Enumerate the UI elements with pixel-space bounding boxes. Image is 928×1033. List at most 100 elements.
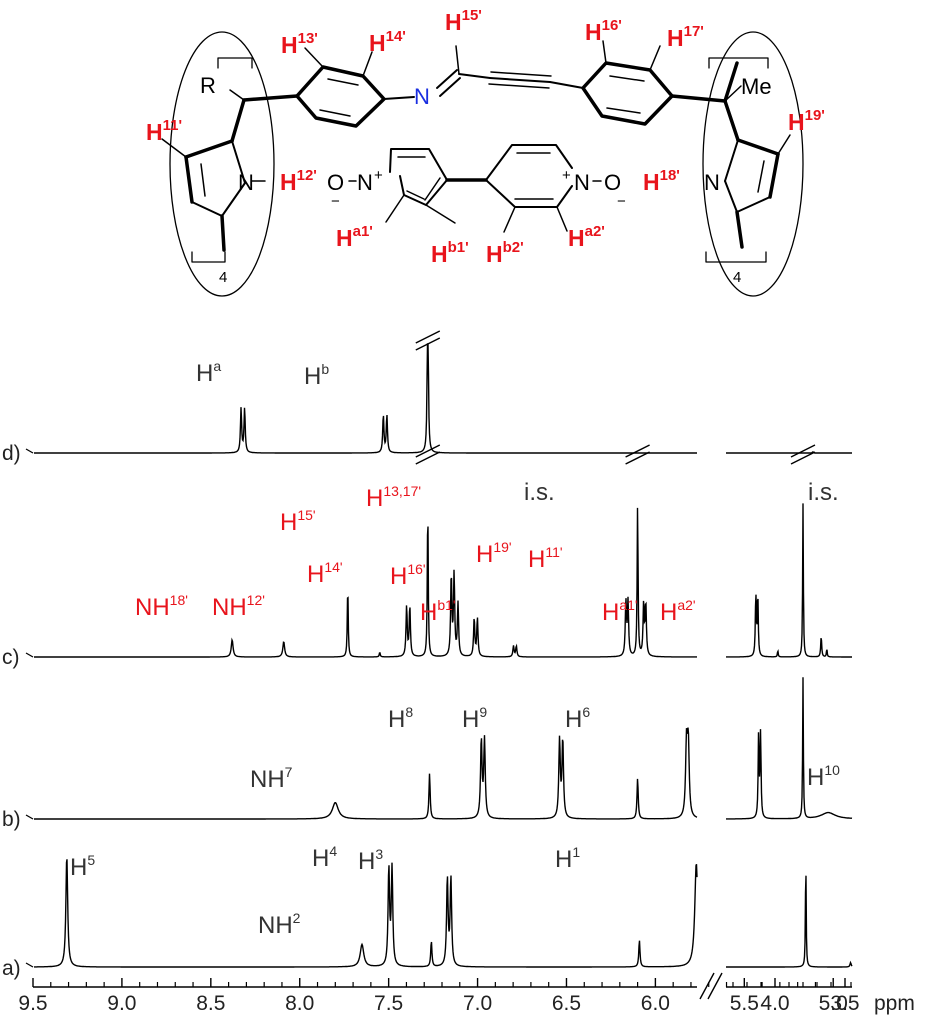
peak-label-b-7_8: NH7 [250,764,293,793]
label-h18: H18' [643,167,680,195]
peak-label-c-5_32: Ha1' [602,597,638,626]
left-pyridinium-plus: + [374,167,383,184]
peak-label-a-7_49: H4 [312,843,337,872]
peak-label-d-7_52: Hb [304,361,329,390]
left-meso-carbon [229,89,299,143]
label-hb1: Hb1' [431,239,469,267]
left-pyrrole-nitrogen-label: N [238,170,254,195]
axis-tick-label: 5.5 [730,992,759,1015]
left-oxygen-label: O [327,170,344,195]
peak-label-c-6_79: Hb1' [420,597,456,626]
right-pyrrole-nitrogen-label: N [704,170,720,195]
right-phenyl-ring [581,40,727,126]
bipyridine-dioxide [348,144,602,233]
truncation-mark [625,451,650,465]
right-pyridinium-nitrogen-label: N [574,170,590,195]
peak-label-c-3_8: i.s. [808,479,839,506]
spectrum-trace-b-right [726,677,853,820]
left-oxide-minus: − [331,193,340,210]
label-hb2: Hb2' [486,239,524,267]
peak-label-c-7_14: H13,17' [366,483,421,512]
bracket-bottom-right [705,251,767,263]
imine-nitrogen-label: N [414,84,430,109]
peak-label-b-6_53: H9 [462,704,487,733]
axis-break-mark [699,972,715,1000]
peak-label-c-6_1: i.s. [524,479,555,506]
bracket-top-left [217,57,253,69]
spectrum-trace-c-right [726,503,852,658]
right-oxide-minus: − [617,193,626,210]
peak-label-a-5_77: H1 [555,844,580,873]
bracket-bottom-left [191,251,226,263]
axis-tick-label: 4.0 [760,992,789,1015]
peak-label-c-7_73: H15' [280,507,316,536]
spectrum-trace-a-left [34,859,698,968]
peak-label-c-5_09: Ha2' [660,597,696,626]
peak-label-c-8_38: NH18' [135,592,188,621]
axis-tick-label: 9.0 [107,992,136,1015]
axis-unit-label: ppm [874,992,915,1015]
left-repeat-subscript: 4 [219,269,227,286]
axis-tick-label: 3.5 [830,992,859,1015]
spectrum-label-b: b) [2,808,21,831]
bracket-top-right [708,57,769,69]
methyl-label: Me [741,74,772,99]
label-h17: H17' [667,23,704,51]
spectrum-trace-c-left [34,507,697,658]
label-h16: H16' [585,17,622,45]
truncation-mark [415,337,441,351]
spectrum-trace-a-right [726,875,853,968]
spectrum-trace-b-left [34,727,698,820]
label-h11: H11' [146,117,182,145]
right-pyridinium-plus: + [562,167,571,184]
label-h13: H13' [281,30,318,58]
label-ha2: Ha2' [568,223,605,251]
label-h19: H19' [788,107,825,135]
truncation-mark [415,451,441,465]
axis-break-mark [707,972,723,1000]
peak-label-c-7_39: H14' [307,559,343,588]
right-calixpyrrole-ellipse [702,31,804,297]
right-meso-carbon [723,61,742,142]
peak-label-d-8_32: Ha [196,358,221,387]
truncation-mark [415,330,441,344]
spectrum-label-d: d) [2,442,21,465]
peak-label-a-9_31: H5 [70,852,95,881]
spectrum-trace-d-right [726,451,852,454]
left-pyridinium-nitrogen-label: N [357,170,373,195]
spectrum-leadin-d [25,448,34,454]
label-h14: H14' [369,28,406,56]
right-pyrrole-ring [724,134,791,249]
spectrum-leadin-c [25,652,34,658]
imine-alkyne-linker [436,45,584,97]
axis-tick-label: 8.0 [285,992,314,1015]
truncation-mark [625,444,650,458]
r-group-label: R [200,73,216,98]
axis-tick-label: 9.5 [18,992,47,1015]
peak-label-c-8_09: NH12' [212,592,265,621]
left-pyrrole-ring [161,138,266,252]
peak-label-c-7_01: H16' [390,561,426,590]
spectrum-leadin-a [25,962,34,968]
truncation-mark [790,451,816,465]
molecular-structure: R Me N N N O − N + + N O − 4 4 H11' H12'… [146,7,825,297]
label-h12: H12' [280,167,317,195]
spectrum-label-c: c) [2,646,20,669]
label-ha1: Ha1' [336,223,373,251]
left-phenyl-ring [295,47,415,128]
axis-tick-label: 5.0 [819,992,848,1015]
peak-label-c-6_16: H19' [476,539,512,568]
peak-label-b-5_82: H6 [565,704,590,733]
peak-label-a-7_16: H3 [358,846,383,875]
peak-label-a-7_65: NH2 [258,910,301,939]
axis-tick-label: 7.5 [374,992,403,1015]
peak-label-b-6_97: H8 [388,704,413,733]
right-repeat-subscript: 4 [733,269,741,286]
spectrum-label-a: a) [2,957,21,980]
left-calixpyrrole-ellipse [169,31,275,297]
right-oxygen-label: O [604,170,621,195]
